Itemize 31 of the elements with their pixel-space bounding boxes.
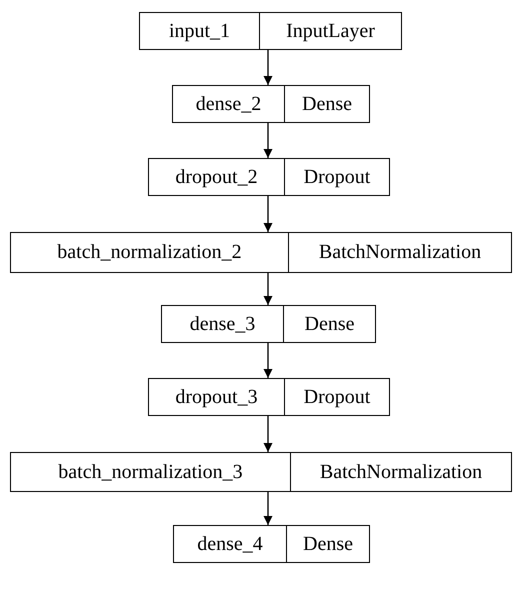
layer-name: input_1: [168, 18, 232, 44]
arrow: [264, 416, 272, 452]
arrow: [264, 196, 272, 232]
layer-type: BatchNormalization: [288, 233, 511, 272]
layer-name: batch_normalization_2: [56, 240, 243, 265]
layer-box: [10, 452, 512, 492]
layer-type: Dropout: [284, 379, 389, 415]
layer-box: [173, 525, 370, 563]
layer-name: dropout_3: [174, 384, 259, 410]
layer-type: Dense: [284, 86, 369, 122]
arrow: [264, 343, 272, 378]
layer-type: Dense: [283, 306, 375, 342]
layer-box: [172, 85, 370, 123]
layer-name: dense_4: [196, 532, 264, 556]
arrow: [264, 123, 272, 158]
arrow: [264, 492, 272, 525]
layer-box: [148, 158, 390, 196]
arrow: [264, 273, 272, 305]
layer-type: Dense: [286, 526, 369, 562]
layer-box: [148, 378, 390, 416]
layer-box: [139, 12, 402, 50]
layer-type: Dropout: [284, 159, 389, 195]
layer-type: InputLayer: [259, 13, 401, 49]
layer-name: dense_2: [194, 92, 262, 116]
layer-name: dropout_2: [174, 164, 259, 190]
layer-box: [10, 232, 512, 273]
arrow: [264, 50, 272, 85]
layer-name: batch_normalization_3: [57, 460, 244, 484]
layer-name: dense_3: [188, 312, 256, 336]
layer-box: [161, 305, 376, 343]
layer-type: BatchNormalization: [290, 453, 511, 491]
